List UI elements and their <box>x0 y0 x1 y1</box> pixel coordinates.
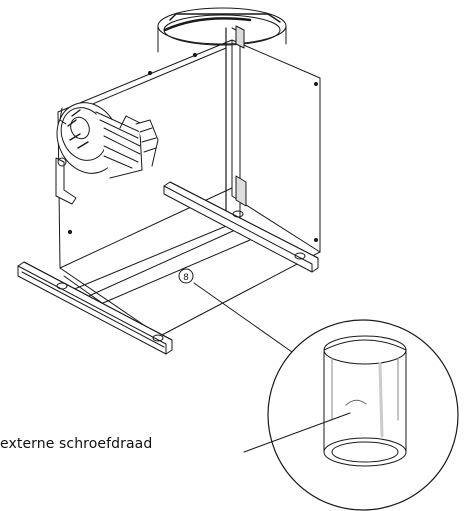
drain-marker <box>178 268 194 284</box>
housing-right-panel <box>225 25 321 253</box>
mounting-rail-right <box>163 181 319 273</box>
inlet-collar <box>157 7 287 53</box>
motor <box>56 102 159 179</box>
callout-label: externe schroefdraad <box>0 436 153 452</box>
mounting-rail-left <box>17 261 173 355</box>
motor-bracket <box>55 157 77 205</box>
drain-marker-label: 8 <box>183 273 189 283</box>
detail-magnifier <box>267 319 459 511</box>
marker-leader-line <box>193 282 293 353</box>
callout-leader-line <box>243 412 351 453</box>
